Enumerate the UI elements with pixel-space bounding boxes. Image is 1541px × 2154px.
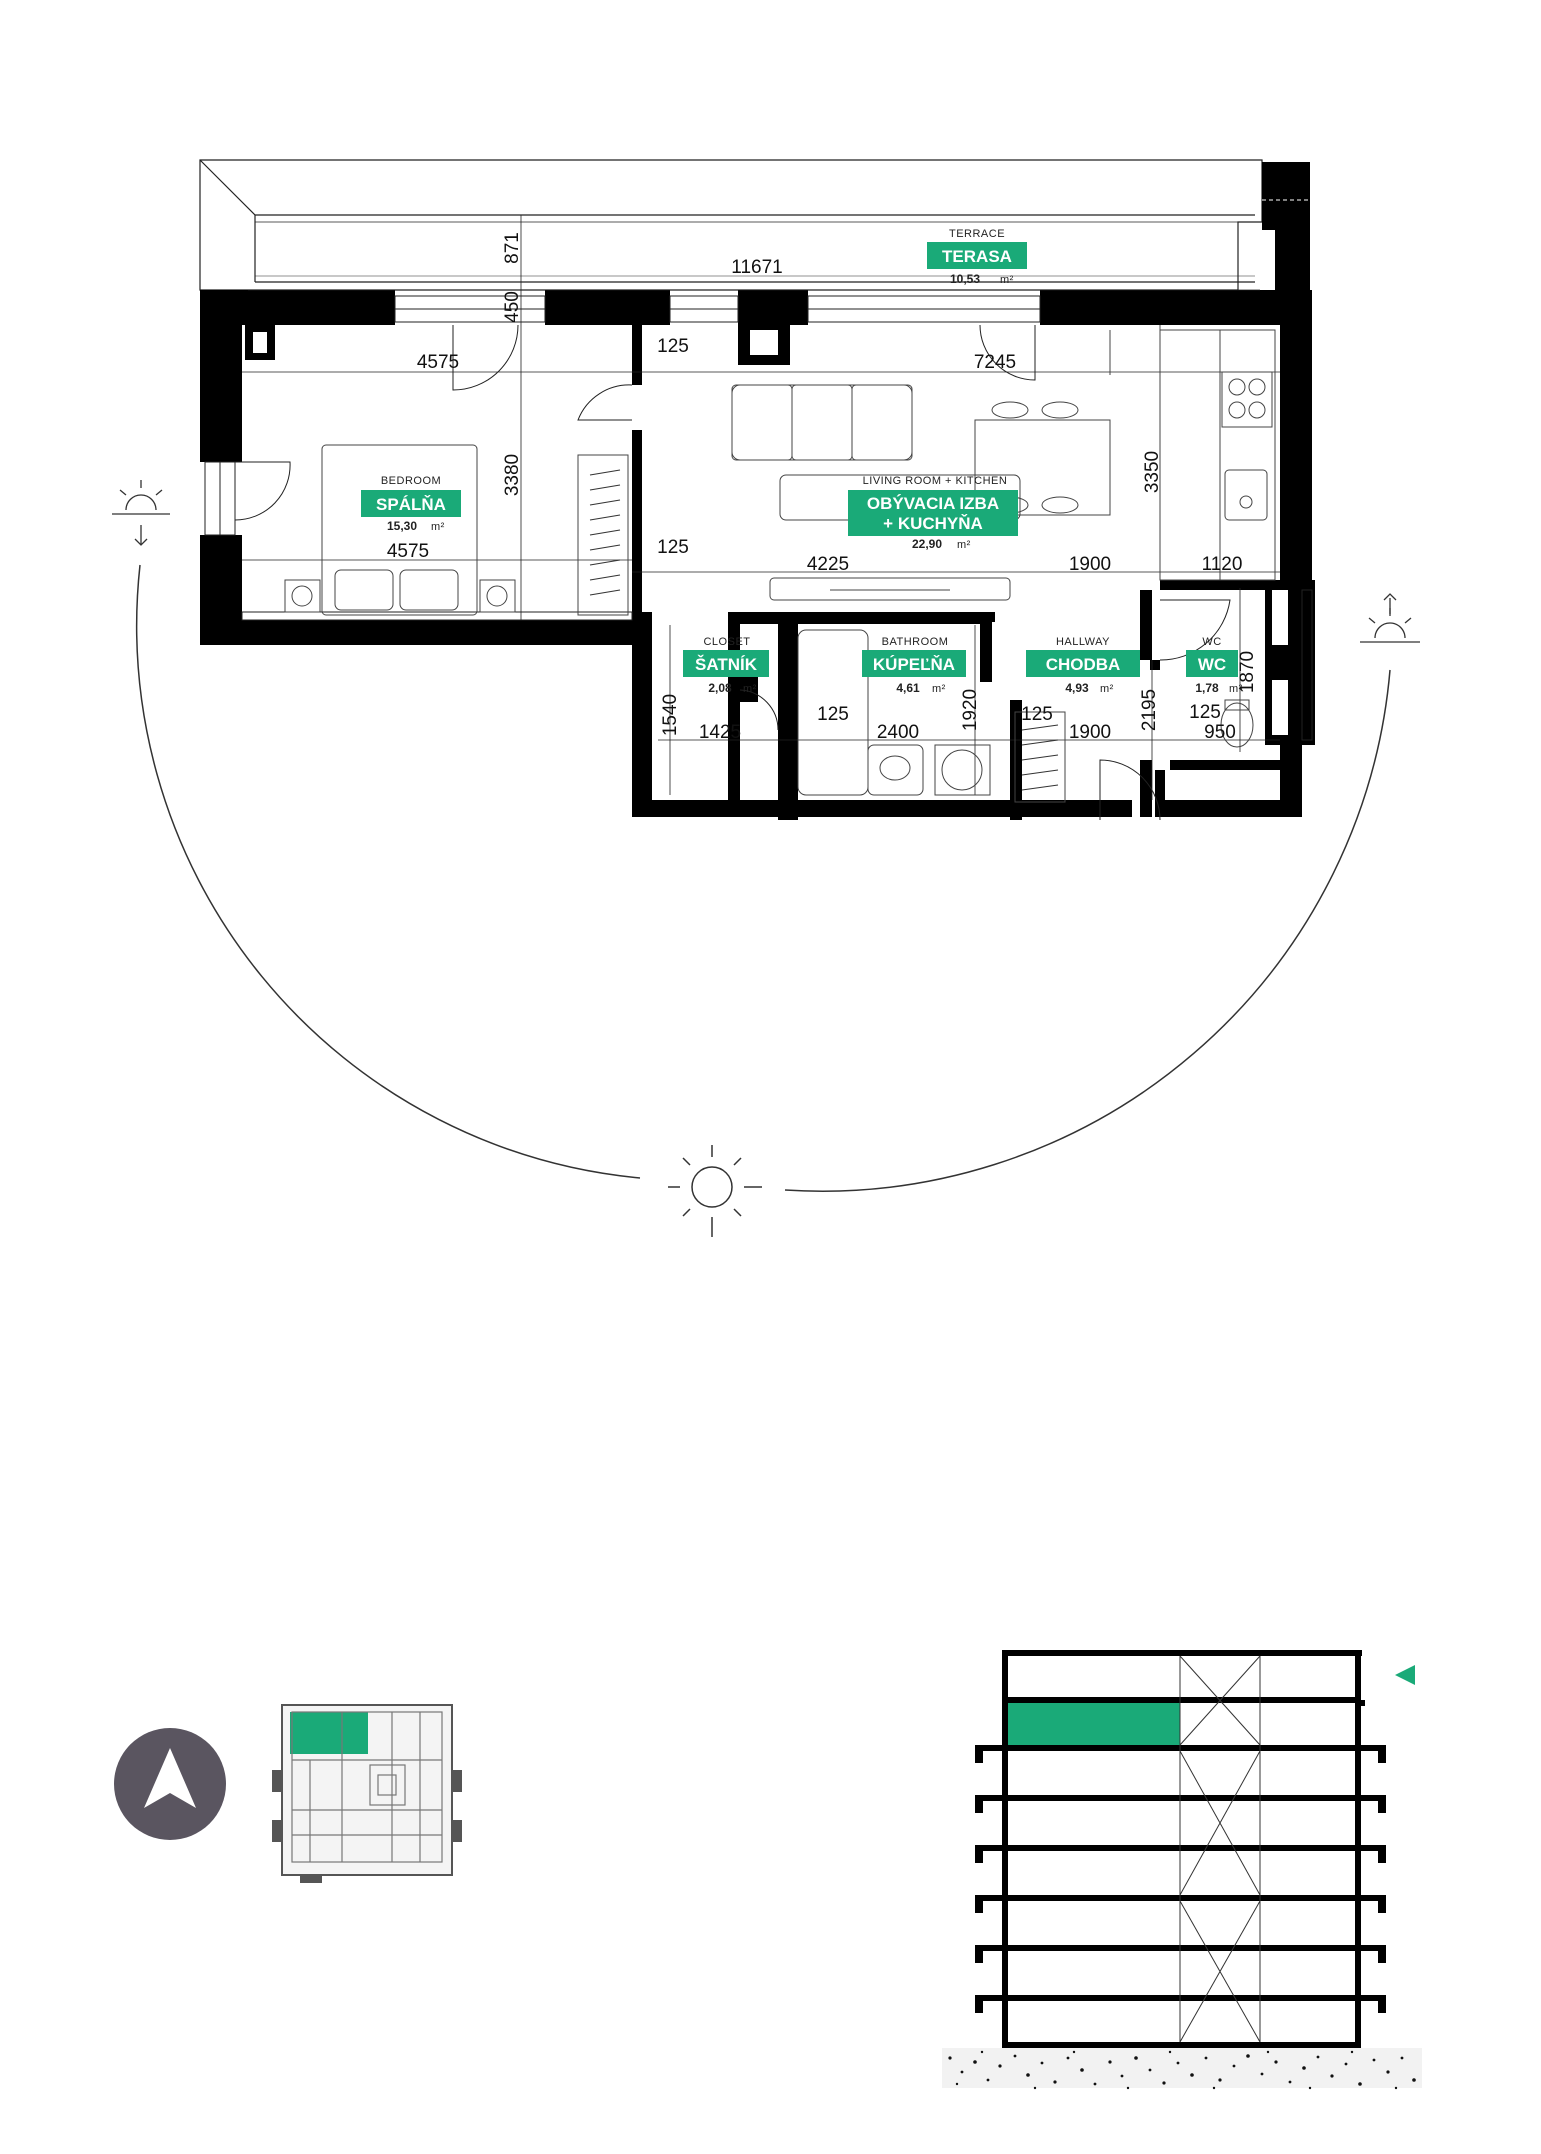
closet-sk-label: ŠATNÍK [695,655,758,674]
hallway-sk-label: CHODBA [1046,655,1121,674]
bedroom-sk-label: SPÁLŇA [376,495,446,514]
dimension-lines [242,215,1280,800]
key-plan [272,1704,462,1883]
sun-icon [668,1145,762,1237]
dim-closet-depth: 1540 [660,694,681,736]
dim-hall-depth: 2195 [1139,689,1160,731]
dimension-labels: 871 11671 450 4575 125 7245 3380 4575 33… [387,232,1258,743]
dim-bath-depth: 1920 [960,689,981,731]
columns [245,325,1315,745]
dim-wc-width: 950 [1204,722,1236,743]
bedroom-badge [361,490,461,517]
furniture [284,329,1276,803]
living-sk-line1: OBÝVACIA IZBA [867,494,999,513]
dim-hall-partition: 125 [1021,704,1053,725]
dim-partition-top: 125 [657,336,689,357]
dim-living-depth: 3350 [1142,451,1163,493]
dim-wall-450: 450 [502,291,523,323]
wc-area-unit: m² [1229,683,1243,695]
living-badge [848,490,1018,536]
bedroom-en-label: BEDROOM [381,475,441,487]
dim-living-1120: 1120 [1202,554,1243,575]
room-label-living: LIVING ROOM + KITCHEN OBÝVACIA IZBA + KU… [848,475,1018,551]
living-area-unit: m² [957,539,971,551]
hallway-badge [1026,650,1140,677]
dim-bedroom-depth: 3380 [502,454,523,496]
windows [204,295,1313,741]
dim-living-1900: 1900 [1069,554,1111,575]
bedroom-area: 15,30 [387,519,417,533]
bathroom-area-unit: m² [932,683,946,695]
terrace-sk-label: TERASA [942,247,1012,266]
dim-terrace-depth: 871 [502,232,523,264]
room-label-closet: CLOSET ŠATNÍK 2,08 m² [683,636,769,695]
wc-badge [1186,650,1238,677]
wc-area: 1,78 [1195,681,1219,695]
terrace-en-label: TERRACE [949,228,1005,240]
living-area: 22,90 [912,537,942,551]
terrace-badge [927,242,1027,269]
bathroom-sk-label: KÚPEĽŇA [873,655,955,674]
sunrise-icon [1360,593,1420,643]
dim-bedroom-top: 4575 [417,352,459,373]
bathroom-en-label: BATHROOM [882,636,949,648]
hallway-en-label: HALLWAY [1056,636,1110,648]
dim-wc-partition: 125 [1189,702,1221,723]
hallway-area: 4,93 [1065,681,1089,695]
closet-area: 2,08 [708,681,732,695]
dim-terrace-length: 11671 [731,257,782,278]
dim-bedroom-bottom: 4575 [387,541,429,562]
bathroom-badge [862,650,966,677]
building-section [942,1650,1422,2090]
dim-bath-partition: 125 [817,704,849,725]
room-label-terrace: TERRACE TERASA 10,53 m² [927,228,1027,286]
floor-marker-icon [1395,1665,1415,1685]
living-en-label: LIVING ROOM + KITCHEN [863,475,1008,487]
room-label-hallway: HALLWAY CHODBA 4,93 m² [1026,636,1140,695]
wc-en-label: WC [1202,636,1221,648]
bathroom-area: 4,61 [896,681,920,695]
dim-living-width: 7245 [974,352,1016,373]
wc-sk-label: WC [1198,655,1226,674]
dim-wc-depth: 1870 [1237,651,1258,693]
terrace-area-unit: m² [1000,274,1014,286]
room-label-bathroom: BATHROOM KÚPEĽŇA 4,61 m² [862,636,966,695]
closet-area-unit: m² [743,683,757,695]
wardrobe-hangers [589,469,621,596]
living-sk-line2: + KUCHYŇA [883,514,983,533]
room-label-wc: WC WC 1,78 m² [1186,636,1243,695]
dim-partition-mid: 125 [657,537,689,558]
interior-walls [632,325,1280,820]
doors [234,324,1231,821]
exterior-walls [200,290,1312,817]
closet-badge [683,650,769,677]
terrace-area: 10,53 [950,272,980,286]
hallway-area-unit: m² [1100,683,1114,695]
north-arrow-icon [114,1728,226,1840]
room-label-bedroom: BEDROOM SPÁLŇA 15,30 m² [361,475,461,533]
closet-en-label: CLOSET [703,636,750,648]
bedroom-area-unit: m² [431,521,445,533]
dim-closet-width: 1425 [699,722,741,743]
sunset-icon [112,480,170,546]
dim-living-4225: 4225 [807,554,849,575]
dim-hall-width: 1900 [1069,722,1111,743]
dim-bath-width: 2400 [877,722,919,743]
sun-path [135,564,1391,1192]
hallway-hangers [1021,724,1059,791]
